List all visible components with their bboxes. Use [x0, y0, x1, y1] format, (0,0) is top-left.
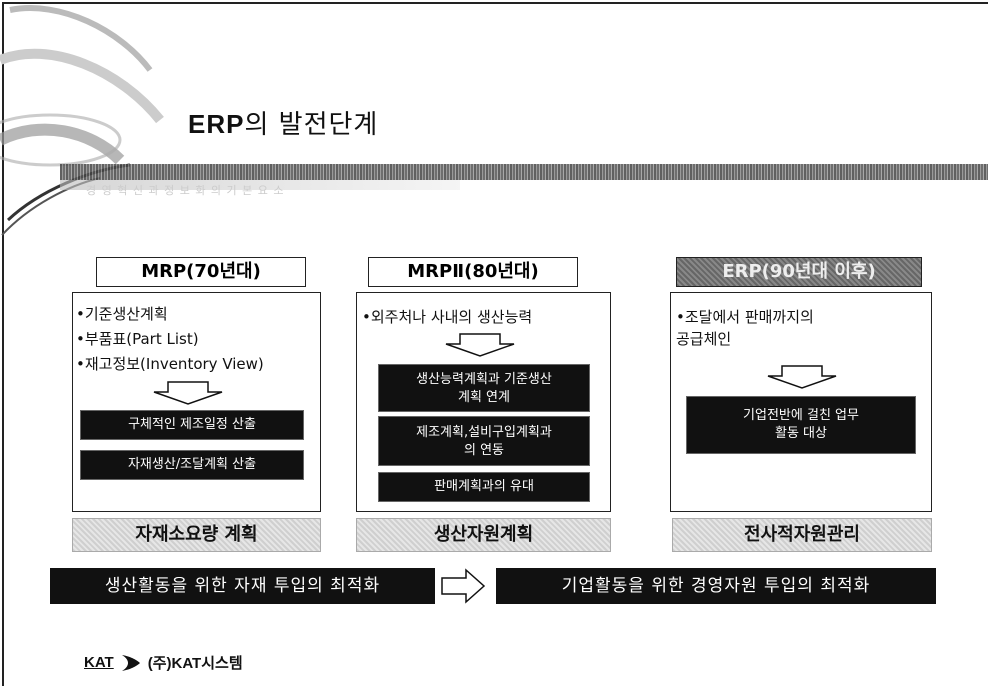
title-bold: ERP: [188, 109, 245, 139]
bullet-item: •조달에서 판매까지의: [676, 308, 814, 326]
title-divider-shadow: [60, 180, 460, 190]
decorative-swirl-graphic: [0, 5, 164, 236]
bullet-item: •재고정보(Inventory View): [76, 355, 264, 373]
down-arrow-icon: [153, 381, 223, 405]
column-header-mrp: MRP(70년대): [96, 257, 306, 287]
column-footer-mrp2: 생산자원계획: [356, 518, 611, 552]
column-header-erp: ERP(90년대 이후): [676, 257, 922, 287]
title-divider-bar: [60, 164, 988, 180]
logo-swoosh-icon: [121, 654, 140, 671]
company-logo: KAT (주)KAT시스템: [84, 652, 243, 673]
result-box: 자재생산/조달계획 산출: [80, 450, 304, 480]
bullet-item: 공급체인: [676, 330, 732, 348]
page-title: ERP의 발전단계: [188, 104, 378, 141]
title-rest: 의 발전단계: [244, 110, 379, 140]
bullet-item: •부품표(Part List): [76, 330, 199, 348]
down-arrow-icon: [445, 333, 515, 357]
banner-left: 생산활동을 위한 자재 투입의 최적화: [50, 568, 435, 604]
logo-brand: KAT: [84, 654, 114, 671]
column-footer-erp: 전사적자원관리: [672, 518, 932, 552]
result-box: 판매계획과의 유대: [378, 472, 590, 502]
down-arrow-icon: [767, 365, 837, 389]
column-header-mrp2: MRPⅡ(80년대): [368, 257, 578, 287]
logo-company: (주)KAT시스템: [147, 655, 243, 672]
bullet-item: •외주처나 사내의 생산능력: [362, 308, 533, 326]
result-box: 제조계획,설비구입계획과 의 연동: [378, 416, 590, 466]
result-box: 기업전반에 걸친 업무 활동 대상: [686, 396, 916, 454]
result-box: 생산능력계획과 기준생산 계획 연계: [378, 364, 590, 412]
bullet-item: •기준생산계획: [76, 305, 168, 323]
result-box: 구체적인 제조일정 산출: [80, 410, 304, 440]
column-footer-mrp: 자재소요량 계획: [72, 518, 321, 552]
right-arrow-icon: [441, 568, 486, 604]
banner-right: 기업활동을 위한 경영자원 투입의 최적화: [496, 568, 936, 604]
faded-subtitle: 경 영 혁 신 과 정 보 화 의 기 본 요 소: [86, 184, 285, 197]
